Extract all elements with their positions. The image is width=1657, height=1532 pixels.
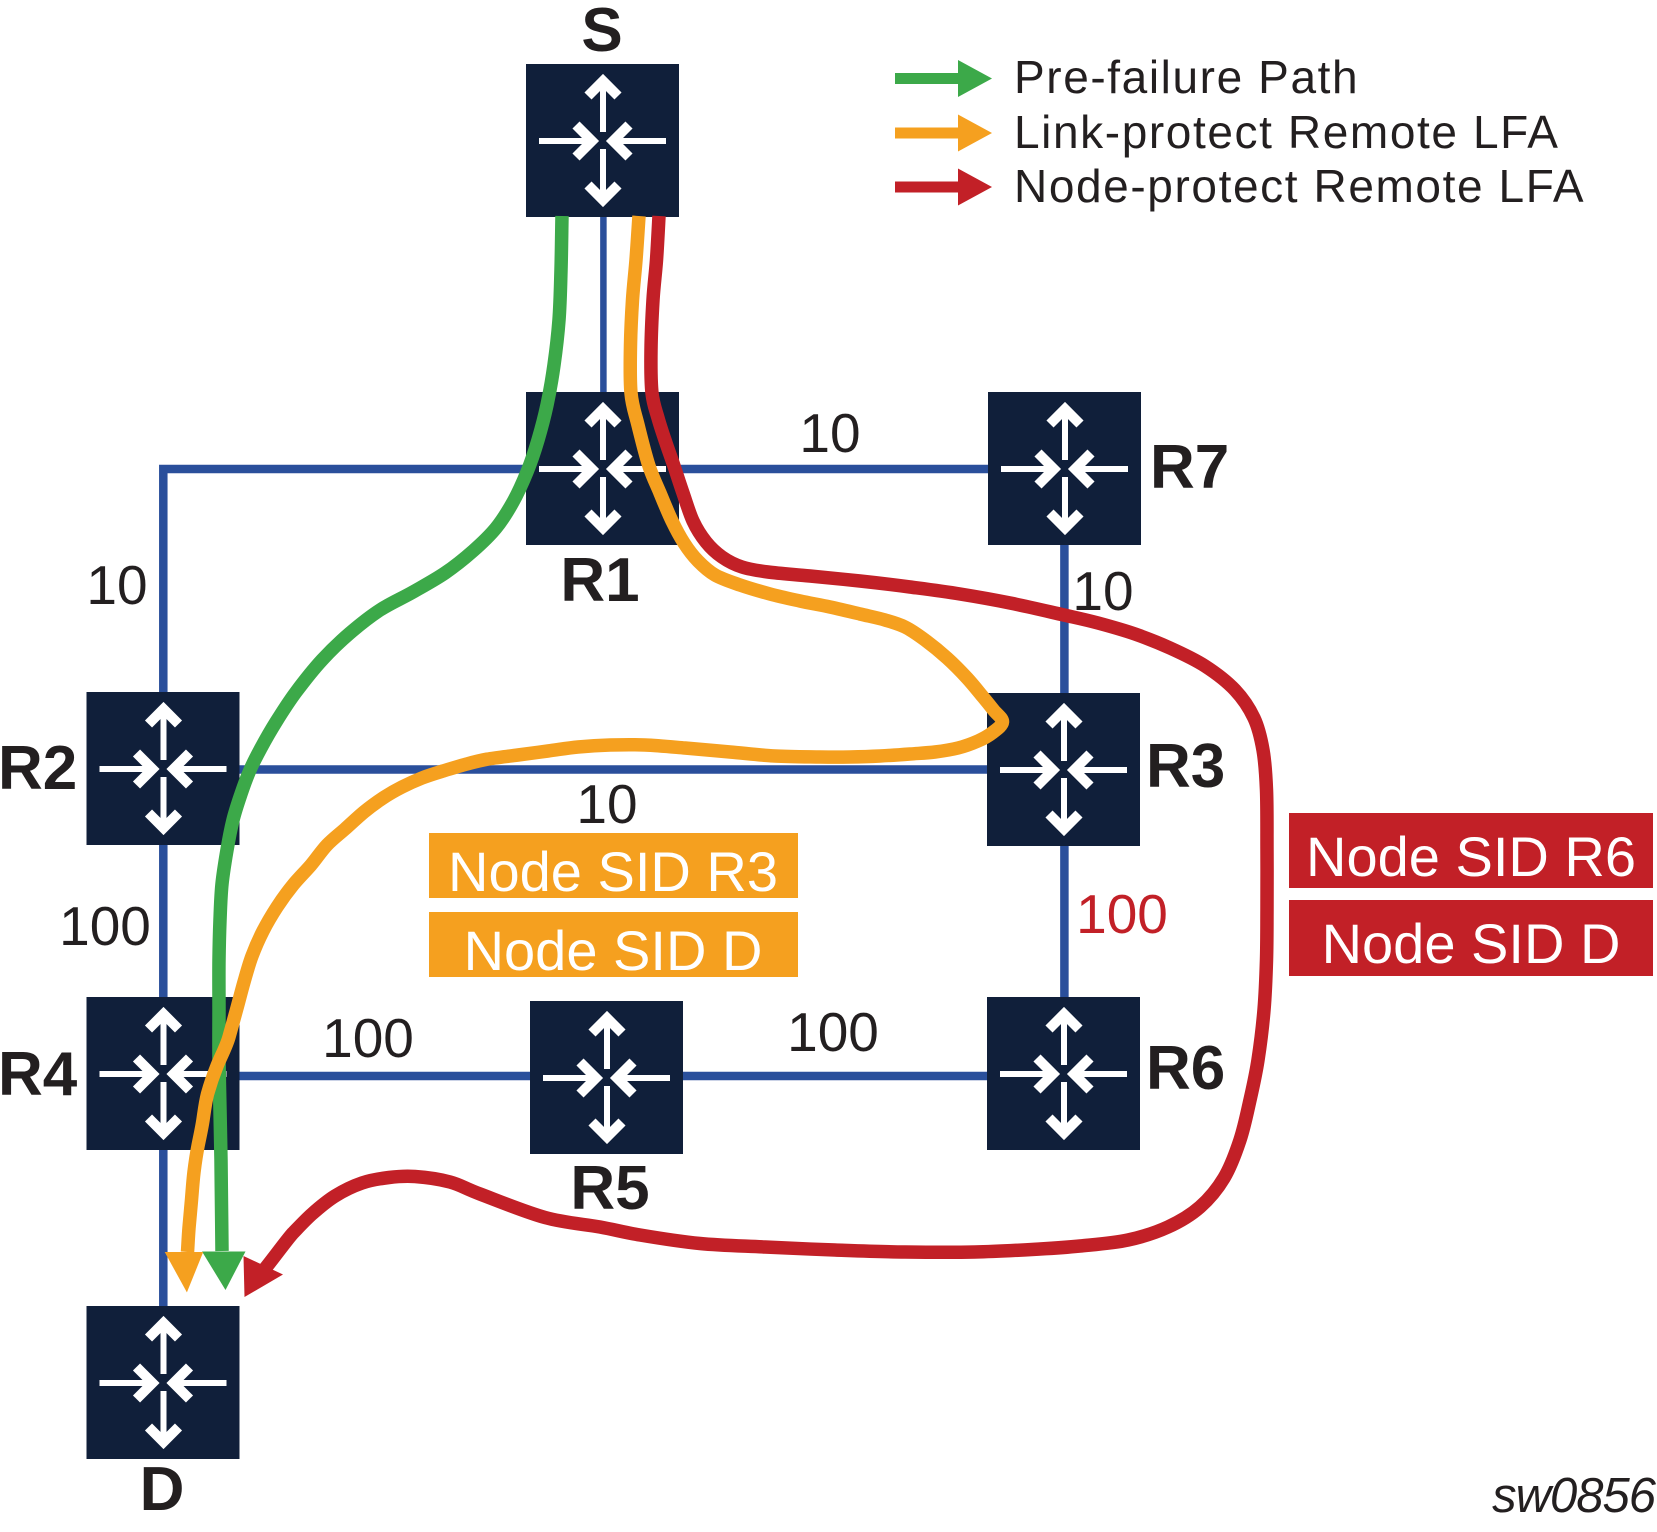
- svg-text:Link-protect Remote LFA: Link-protect Remote LFA: [1014, 106, 1560, 158]
- svg-text:100: 100: [787, 1001, 879, 1063]
- svg-text:10: 10: [576, 773, 637, 835]
- svg-text:Node SID D: Node SID D: [464, 919, 763, 982]
- svg-text:Node-protect Remote LFA: Node-protect Remote LFA: [1014, 160, 1585, 212]
- svg-text:R7: R7: [1150, 433, 1229, 502]
- svg-text:R5: R5: [570, 1154, 649, 1223]
- svg-text:100: 100: [1076, 883, 1168, 945]
- svg-text:Node SID D: Node SID D: [1322, 912, 1621, 975]
- svg-text:10: 10: [1072, 560, 1133, 622]
- svg-text:Node SID R3: Node SID R3: [448, 840, 778, 903]
- svg-text:R4: R4: [0, 1040, 78, 1109]
- svg-text:10: 10: [86, 554, 147, 616]
- svg-text:100: 100: [322, 1007, 414, 1069]
- svg-text:R3: R3: [1146, 732, 1225, 801]
- svg-text:R6: R6: [1146, 1034, 1225, 1103]
- svg-text:R1: R1: [560, 546, 639, 615]
- svg-text:Pre-failure Path: Pre-failure Path: [1014, 51, 1359, 103]
- svg-text:Node SID R6: Node SID R6: [1306, 825, 1636, 888]
- svg-text:10: 10: [799, 402, 860, 464]
- svg-text:100: 100: [59, 895, 151, 957]
- svg-text:sw0856: sw0856: [1492, 1469, 1657, 1523]
- svg-text:S: S: [581, 0, 622, 65]
- svg-text:D: D: [140, 1455, 185, 1524]
- svg-text:R2: R2: [0, 734, 77, 803]
